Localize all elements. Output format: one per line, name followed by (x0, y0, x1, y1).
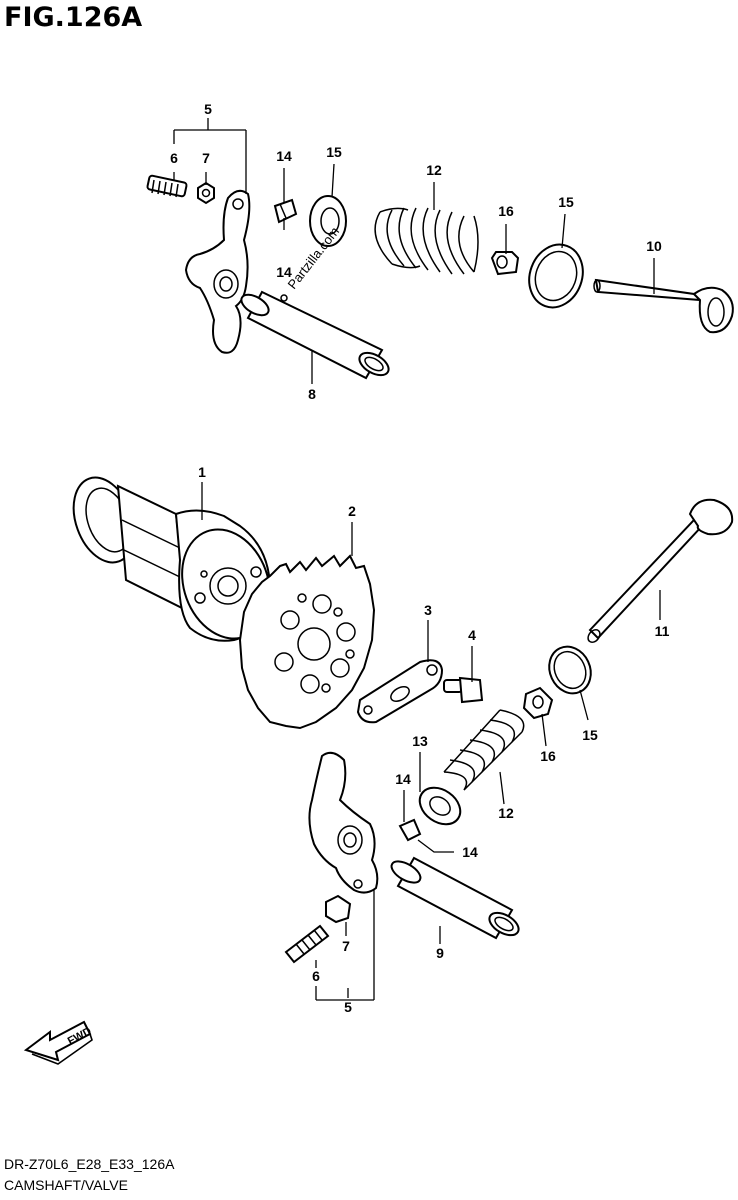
label-8: 8 (308, 386, 316, 402)
valve-spring-top (374, 207, 479, 275)
label-15-top-a: 15 (326, 144, 342, 160)
leader-lines-top (173, 118, 655, 384)
label-5-top: 5 (204, 101, 212, 117)
sprocket-plate (356, 659, 444, 724)
adjusting-screw-bottom (284, 924, 330, 964)
rocker-shaft-top (240, 290, 390, 380)
label-11: 11 (655, 623, 670, 639)
label-6-bottom: 6 (312, 968, 320, 984)
footer-model-code: DR-Z70L6_E28_E33_126A (4, 1156, 175, 1172)
stem-seal-bottom (522, 686, 554, 720)
valve-bottom (587, 498, 734, 644)
valve-cotter-bottom (398, 818, 422, 842)
label-16-top: 16 (498, 203, 514, 219)
label-10: 10 (646, 238, 662, 254)
label-14-bottom-a: 14 (395, 771, 411, 787)
rocker-arm-bottom (308, 751, 379, 894)
spring-retainer-top (309, 195, 347, 247)
footer-section-name: CAMSHAFT/VALVE (4, 1177, 128, 1193)
label-5-bottom: 5 (344, 999, 352, 1015)
spring-seat-washer-bottom (548, 645, 592, 695)
label-7-top: 7 (202, 150, 210, 166)
label-12-bottom: 12 (498, 805, 514, 821)
label-3: 3 (424, 602, 432, 618)
rocker-shaft-bottom (390, 856, 520, 940)
part-number-labels: 5 6 7 14 15 12 16 15 10 14 8 1 2 3 4 11 … (170, 101, 670, 1015)
cam-sprocket (238, 554, 376, 730)
sprocket-bolt (443, 676, 484, 704)
valve-cotter-top (273, 198, 298, 224)
lock-nut-top (197, 181, 215, 205)
label-2: 2 (348, 503, 356, 519)
adjusting-screw-top (146, 174, 188, 198)
spring-seat-bottom (418, 786, 462, 826)
label-14-bottom-b: 14 (462, 844, 478, 860)
rocker-arm-top (184, 189, 251, 354)
fwd-arrow-icon: FWD (23, 1020, 94, 1065)
lock-nut-bottom (325, 894, 352, 924)
label-9: 9 (436, 945, 444, 961)
label-16-bottom: 16 (540, 748, 556, 764)
label-1: 1 (198, 464, 206, 480)
label-14-top-a: 14 (276, 148, 292, 164)
leader-lines-bottom (201, 482, 661, 1001)
label-13: 13 (412, 733, 428, 749)
valve-top (593, 278, 734, 334)
label-15-bottom: 15 (582, 727, 598, 743)
valve-spring-bottom (443, 709, 525, 791)
label-7-bottom: 7 (342, 938, 350, 954)
figure-title: FIG.126A (4, 2, 143, 33)
stem-seal-top (490, 251, 520, 276)
label-15-top-b: 15 (558, 194, 574, 210)
label-4: 4 (468, 627, 476, 643)
label-6-top: 6 (170, 150, 178, 166)
spring-seat-washer-top (528, 243, 584, 309)
label-14-top-b: 14 (276, 264, 292, 280)
label-12-top: 12 (426, 162, 442, 178)
